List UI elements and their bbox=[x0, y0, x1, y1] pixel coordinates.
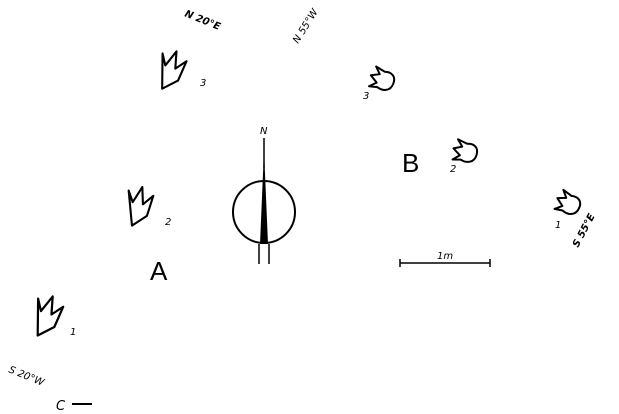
compass: N bbox=[233, 126, 295, 264]
trackway-a-number-2: 2 bbox=[165, 217, 171, 228]
trackway-a-number-3: 3 bbox=[200, 78, 206, 89]
compass-needle bbox=[260, 150, 268, 244]
trackway-b-footprint-2 bbox=[451, 139, 480, 165]
trackway-b-footprint-1 bbox=[553, 189, 584, 218]
trackway-a-number-1: 1 bbox=[70, 327, 76, 338]
trackway-a-footprint-1 bbox=[27, 292, 65, 340]
direction-label-n55w: N 55°W bbox=[291, 6, 321, 45]
corner-mark: C bbox=[56, 399, 66, 414]
scale-bar: 1m bbox=[400, 251, 490, 267]
trackway-a-label: A bbox=[150, 256, 168, 286]
direction-label-s20w: S 20°W bbox=[7, 365, 47, 390]
trackway-b-label: B bbox=[402, 148, 419, 178]
trackway-b-footprint-3 bbox=[367, 66, 397, 94]
scale-bar-label: 1m bbox=[437, 251, 453, 262]
trackway-b-number-1: 1 bbox=[555, 220, 561, 231]
direction-label-s55e: S 55°E bbox=[571, 212, 598, 249]
trackway-a-footprint-2 bbox=[122, 184, 155, 228]
compass-north-label: N bbox=[260, 126, 268, 137]
trackway-b-number-3: 3 bbox=[363, 91, 369, 102]
trackway-b-number-2: 2 bbox=[450, 164, 456, 175]
trackway-a-footprint-3 bbox=[152, 47, 188, 93]
direction-label-n20e: N 20°E bbox=[183, 9, 222, 33]
